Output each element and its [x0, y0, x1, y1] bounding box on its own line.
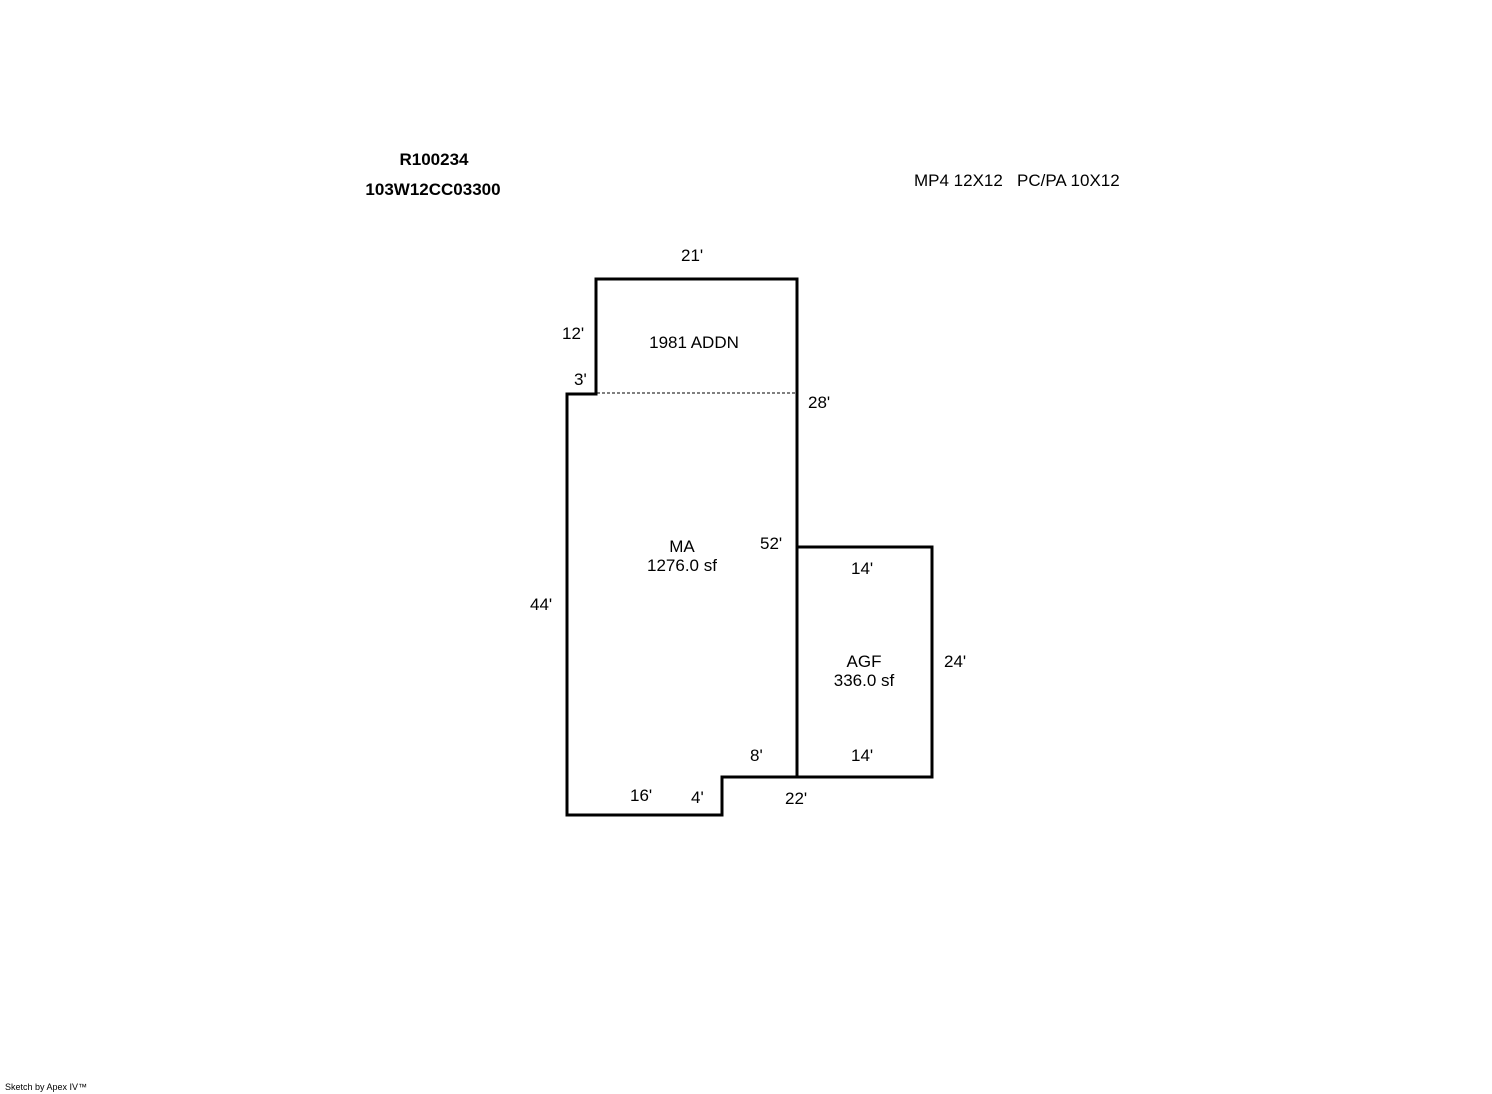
garage-label: AGF	[846, 652, 882, 671]
dim-garage-top: 14'	[851, 559, 874, 578]
sketch-notes: MP4 12X12 PC/PA 10X12	[914, 171, 1120, 190]
dim-bottom-right: 22'	[785, 789, 808, 808]
dim-notch: 8'	[750, 746, 763, 765]
dim-bottom-left: 16'	[630, 786, 653, 805]
parcel-id: R100234	[399, 150, 469, 169]
garage-outline	[797, 545, 934, 779]
garage-size: 336.0 sf	[833, 671, 895, 690]
dim-bottom-step: 4'	[691, 788, 704, 807]
dim-addn-left: 12'	[562, 324, 585, 343]
dim-right-mid: 52'	[760, 534, 783, 553]
main-area-label: MA	[669, 537, 695, 556]
dim-addn-top: 21'	[681, 246, 704, 265]
addition-label: 1981 ADDN	[649, 333, 739, 352]
dim-garage-bottom: 14'	[851, 746, 874, 765]
dim-main-left: 44'	[530, 595, 553, 614]
sketch-credit: Sketch by Apex IV™	[5, 1082, 88, 1092]
dim-garage-right: 24'	[944, 652, 967, 671]
map-tax-lot: 103W12CC03300	[365, 180, 501, 199]
dim-addn-step: 3'	[574, 370, 587, 389]
main-outline	[565, 277, 799, 817]
main-area-size: 1276.0 sf	[647, 556, 717, 575]
dim-right-upper: 28'	[808, 393, 831, 412]
